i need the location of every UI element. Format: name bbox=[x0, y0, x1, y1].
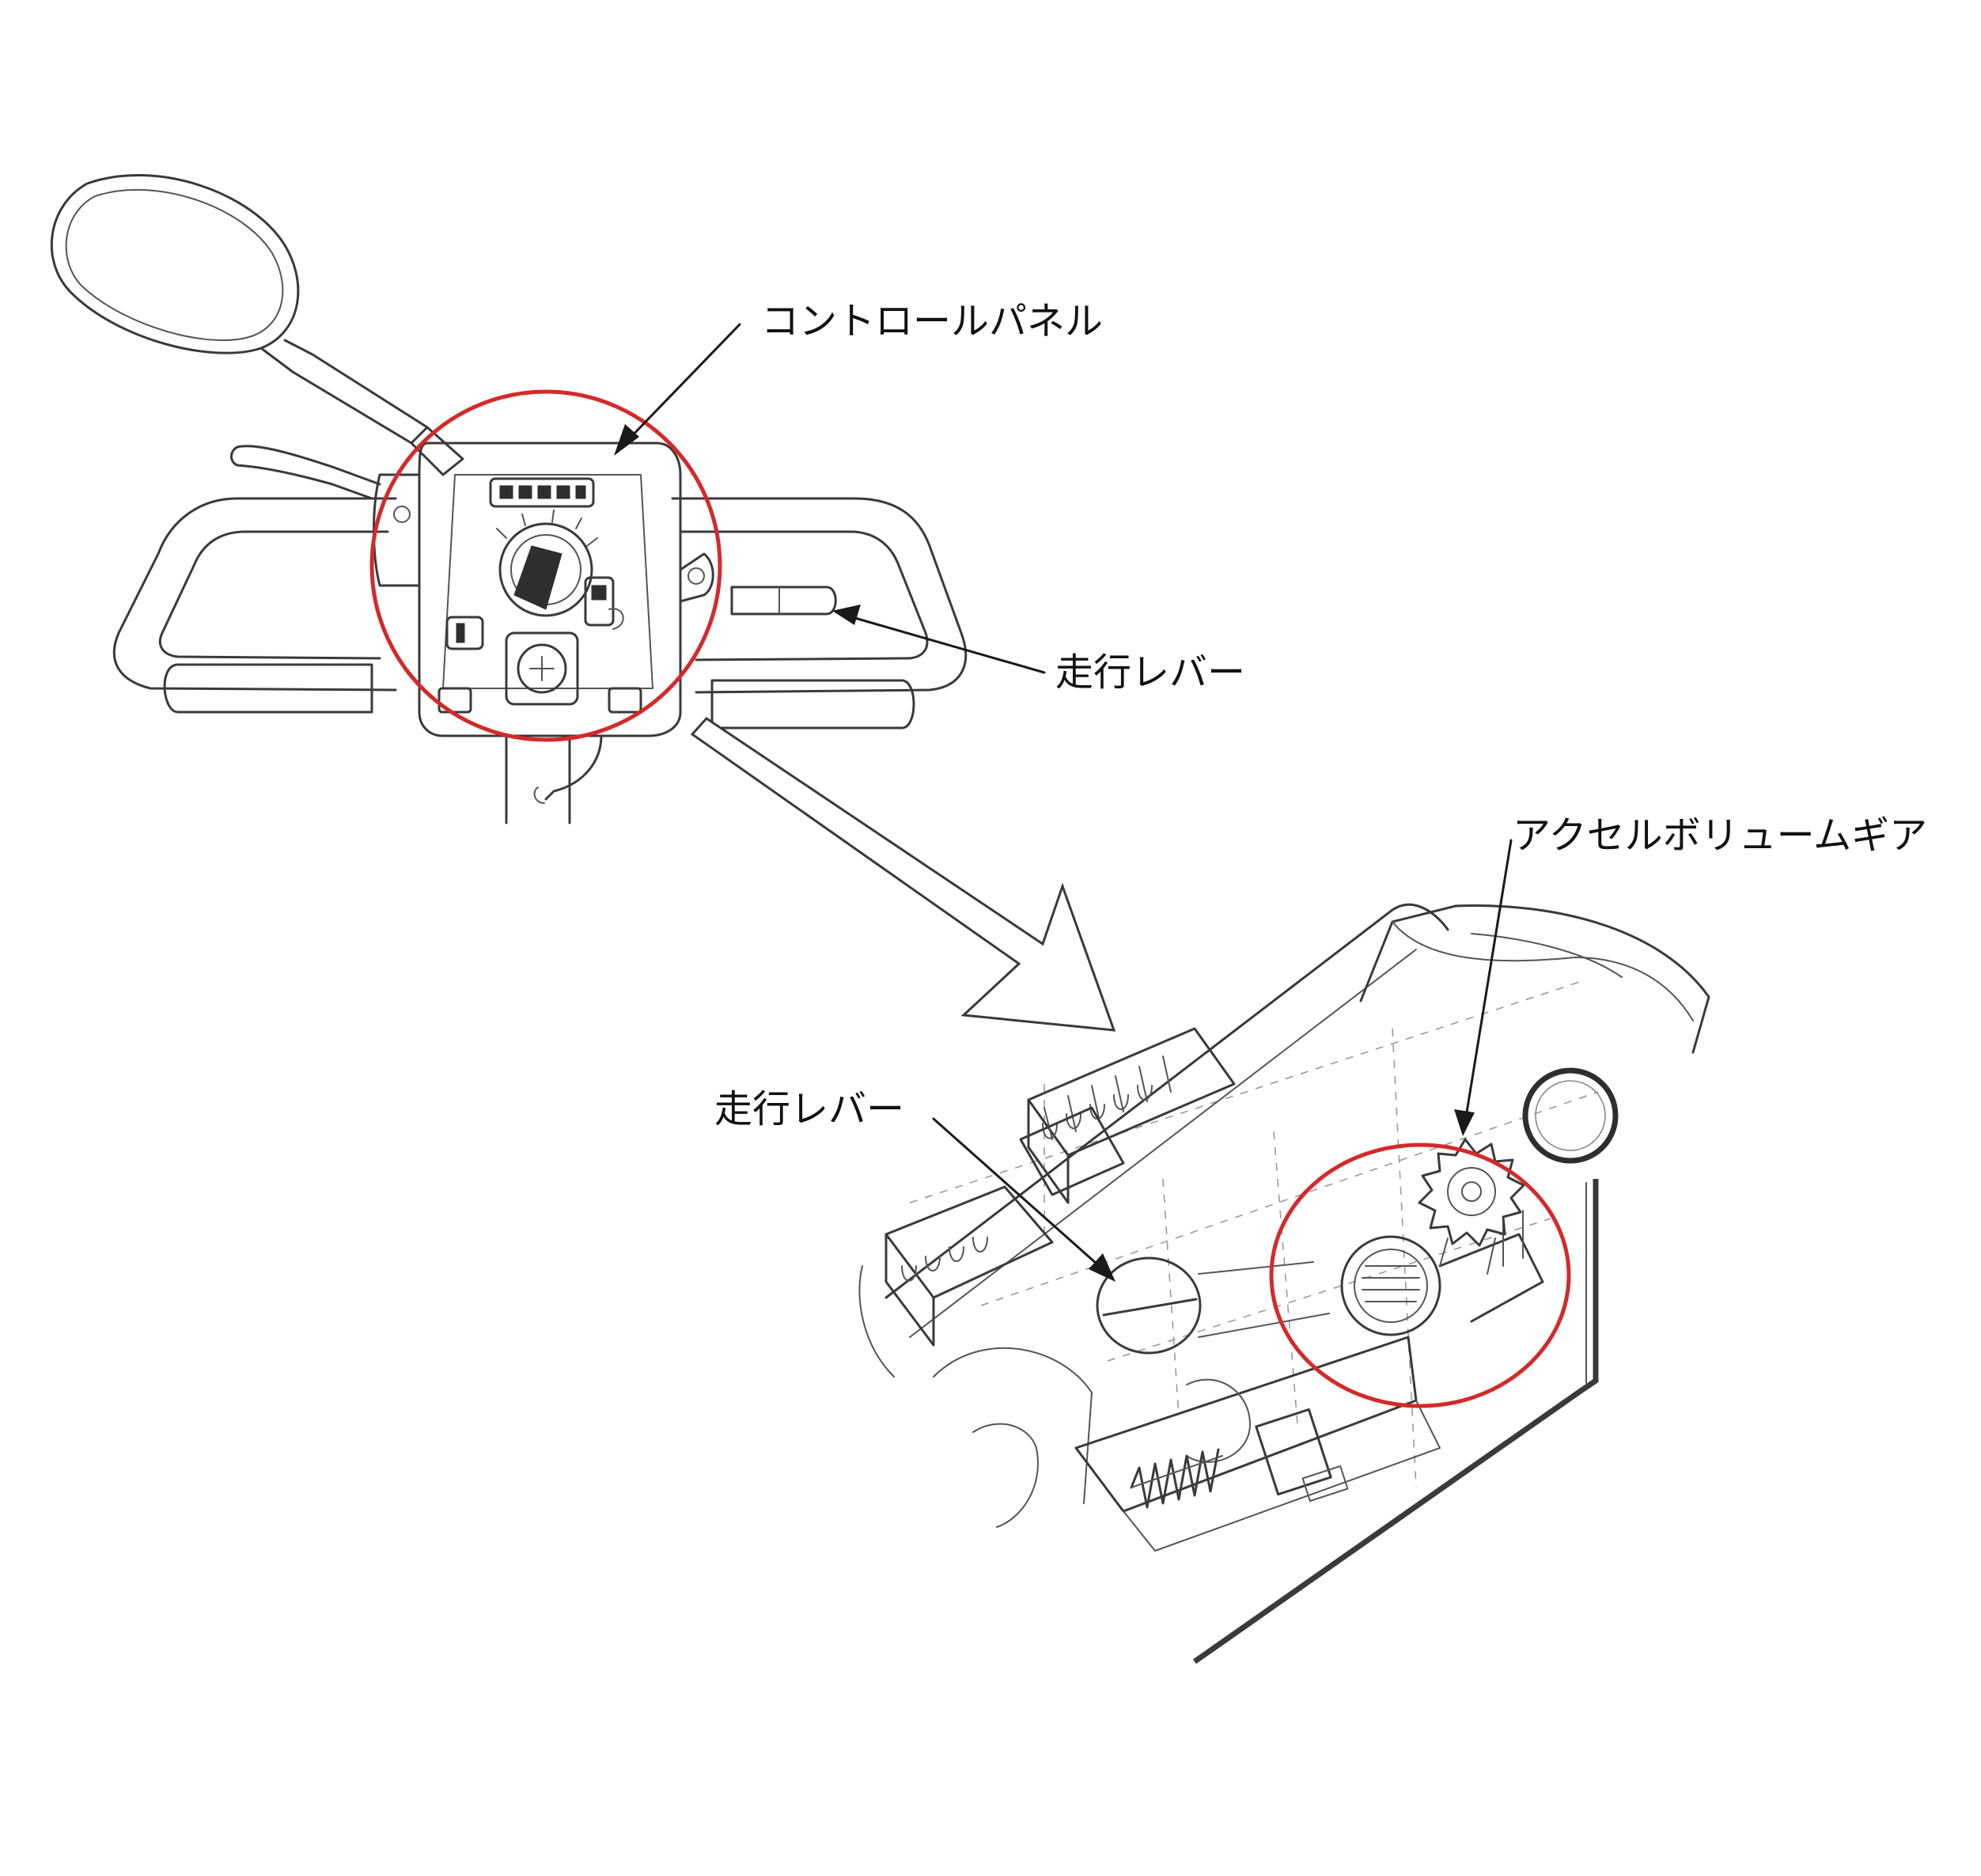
control-panel-highlight-circle bbox=[369, 389, 722, 742]
control-console bbox=[373, 442, 714, 737]
handlebar-illustration bbox=[50, 173, 968, 824]
label-drive-lever-top: 走行レバー bbox=[1055, 650, 1246, 695]
label-accel-volume-gear: アクセルボリュームギア bbox=[1513, 813, 1928, 858]
steering-column bbox=[505, 734, 603, 824]
accel-gear-highlight-circle bbox=[1269, 1143, 1571, 1408]
wheel bbox=[1522, 1067, 1619, 1164]
zoom-arrow bbox=[690, 717, 1116, 1032]
control-panel-leader-arrow bbox=[614, 323, 741, 456]
brake-lever-left bbox=[230, 445, 381, 500]
drive-lever-bottom-leader-arrow bbox=[932, 1117, 1115, 1282]
label-control-panel: コントロールパネル bbox=[761, 299, 1104, 343]
coil-spring bbox=[1130, 1448, 1223, 1509]
gear-housing bbox=[1340, 1210, 1544, 1336]
drive-lever-top-leader-arrow bbox=[832, 604, 1046, 674]
battery-modules bbox=[858, 1027, 1236, 1378]
accel-gear-leader-arrow bbox=[1454, 839, 1513, 1136]
side-mirror bbox=[50, 173, 464, 476]
drive-lever-disc bbox=[1096, 1256, 1330, 1355]
stand-bar bbox=[1192, 1179, 1599, 1664]
drive-unit-illustration bbox=[858, 903, 1710, 1664]
handlebar-frame bbox=[112, 497, 968, 730]
construction-lines bbox=[909, 980, 1599, 1488]
label-drive-lever-bottom: 走行レバー bbox=[714, 1087, 905, 1131]
